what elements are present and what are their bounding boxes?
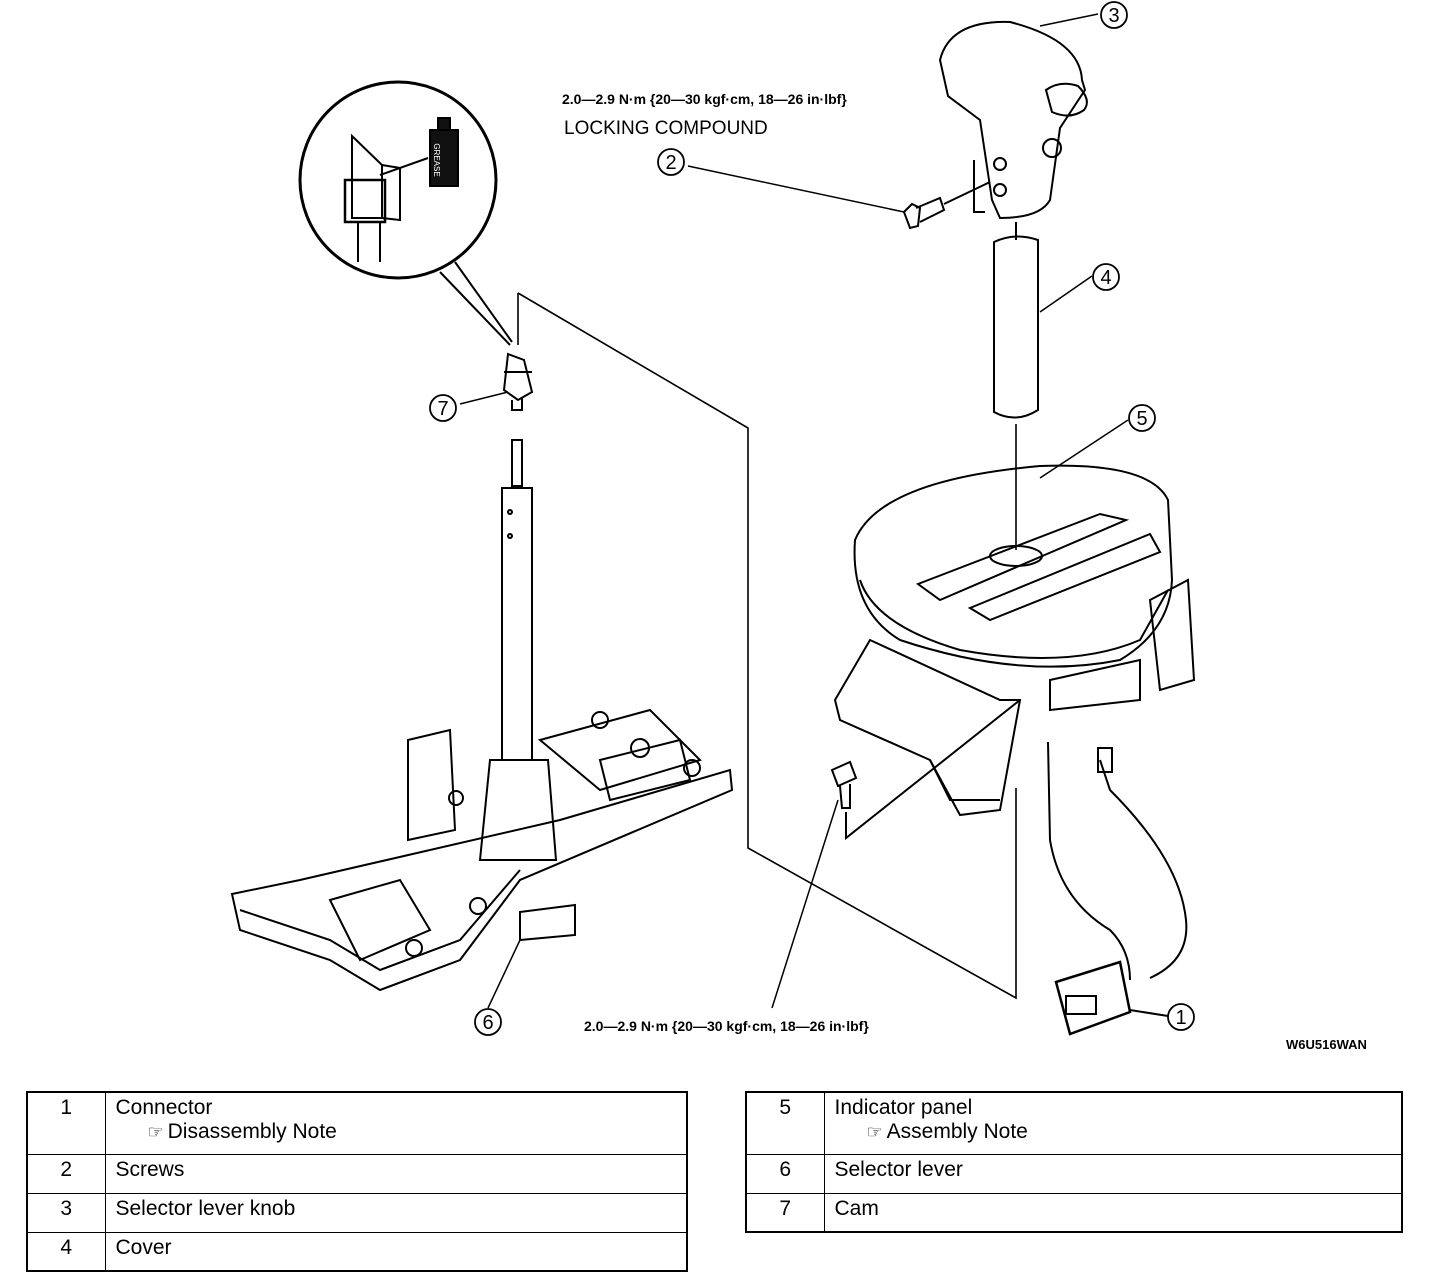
locking-compound-label: LOCKING COMPOUND <box>564 118 768 139</box>
legend-row: 2 Screws <box>26 1153 688 1194</box>
legend-number: 4 <box>26 1231 106 1272</box>
legend-note[interactable]: ☞Assembly Note <box>835 1120 1392 1144</box>
legend-row: 7 Cam <box>745 1192 1403 1233</box>
callout-1: 1 <box>1175 1007 1186 1029</box>
parts-legend-left: 1 Connector ☞Disassembly Note 2 Screws 3… <box>26 1091 688 1272</box>
hand-pointer-icon: ☞ <box>866 1122 883 1142</box>
indicator-panel-drawing <box>833 464 1196 817</box>
selector-lever-drawing <box>230 352 734 992</box>
legend-part-name: Cover <box>104 1231 688 1272</box>
callouts <box>429 1 1195 1036</box>
detail-magnifier: GREASE <box>298 80 513 346</box>
grease-can-label: GREASE <box>432 143 441 176</box>
exploded-diagram: GREASE <box>230 1 1367 1052</box>
legend-number: 1 <box>26 1091 106 1155</box>
knob-drawing <box>938 20 1088 220</box>
legend-row: 1 Connector ☞Disassembly Note <box>26 1091 688 1155</box>
legend-part-name: Selector lever <box>823 1153 1403 1194</box>
cover-drawing <box>993 222 1039 550</box>
torque-spec-upper: 2.0—2.9 N·m {20—30 kgf·cm, 18—26 in·lbf} <box>562 91 847 107</box>
legend-number: 3 <box>26 1192 106 1233</box>
legend-note-text: Disassembly Note <box>167 1120 337 1143</box>
callout-7: 7 <box>437 398 448 420</box>
hand-pointer-icon: ☞ <box>147 1122 164 1142</box>
torque-spec-lower: 2.0—2.9 N·m {20—30 kgf·cm, 18—26 in·lbf} <box>584 1018 869 1034</box>
legend-number: 5 <box>745 1091 825 1155</box>
connector-drawing <box>1047 741 1188 1036</box>
legend-part-name: Screws <box>104 1153 688 1194</box>
bolt-drawing <box>830 699 1021 841</box>
legend-part-name: Selector lever knob <box>104 1192 688 1233</box>
legend-row: 3 Selector lever knob <box>26 1192 688 1233</box>
legend-part: Connector ☞Disassembly Note <box>104 1091 688 1155</box>
legend-note-text: Assembly Note <box>886 1120 1028 1143</box>
assembly-line <box>517 292 1017 1000</box>
legend-part-name: Connector <box>115 1096 213 1119</box>
legend-number: 6 <box>745 1153 825 1194</box>
callout-3: 3 <box>1108 5 1119 27</box>
grease-can-icon: GREASE <box>429 117 459 187</box>
callout-6: 6 <box>482 1012 493 1034</box>
parts-legend-right: 5 Indicator panel ☞Assembly Note 6 Selec… <box>745 1091 1403 1233</box>
legend-number: 7 <box>745 1192 825 1233</box>
callout-4: 4 <box>1100 267 1111 289</box>
figure-code: W6U516WAN <box>1286 1037 1367 1052</box>
legend-row: 4 Cover <box>26 1231 688 1272</box>
legend-note[interactable]: ☞Disassembly Note <box>116 1120 677 1144</box>
callout-5: 5 <box>1136 408 1147 430</box>
legend-part: Indicator panel ☞Assembly Note <box>823 1091 1403 1155</box>
legend-row: 6 Selector lever <box>745 1153 1403 1194</box>
screw-drawing <box>902 181 991 230</box>
callout-2: 2 <box>665 152 676 174</box>
legend-number: 2 <box>26 1153 106 1194</box>
legend-part-name: Indicator panel <box>834 1096 973 1119</box>
legend-part-name: Cam <box>823 1192 1403 1233</box>
legend-row: 5 Indicator panel ☞Assembly Note <box>745 1091 1403 1155</box>
